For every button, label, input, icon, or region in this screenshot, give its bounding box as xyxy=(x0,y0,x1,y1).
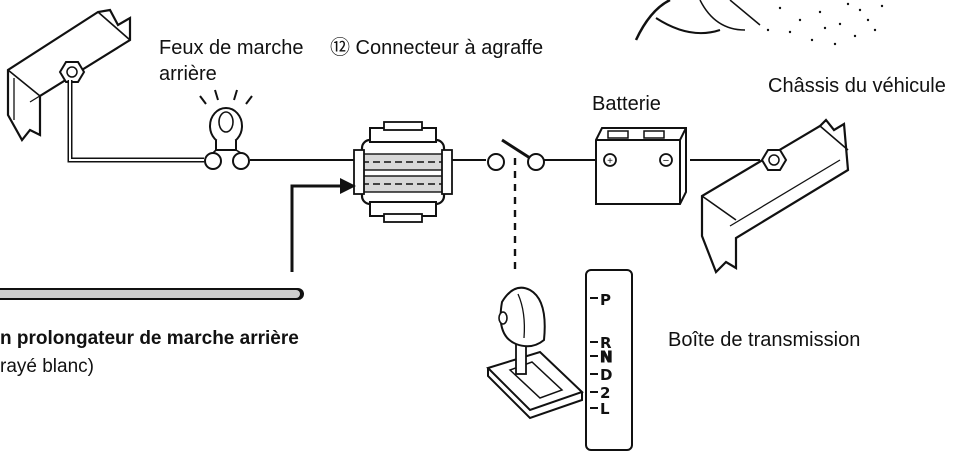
vehicle-fragment-illustration xyxy=(634,0,884,46)
right-chassis-bracket xyxy=(700,118,850,274)
connector-label: ⑫ Connecteur à agraffe xyxy=(330,36,543,59)
battery-negative-terminal: − xyxy=(663,155,669,167)
gear-label-p: P xyxy=(600,291,611,309)
wire-harness xyxy=(67,80,760,163)
battery-label: Batterie xyxy=(592,93,661,115)
extension-harness-label-line1: n prolongateur de marche arrière xyxy=(0,328,299,349)
neutral-start-switch-icon xyxy=(487,138,545,272)
gear-label-2: 2 xyxy=(600,384,610,402)
gear-label-r: R xyxy=(600,334,612,352)
backup-light-bulb-icon xyxy=(199,89,253,170)
battery-icon: + − xyxy=(595,127,687,205)
clip-connector-icon xyxy=(353,121,453,223)
backup-lights-label-line1: Feux de marche xyxy=(159,37,304,59)
backup-lights-label-line2: arrière xyxy=(159,63,217,85)
right-ground-bolt-icon xyxy=(760,149,788,171)
shift-lever-icon xyxy=(486,286,584,420)
chassis-label: Châssis du véhicule xyxy=(768,75,946,97)
extension-harness-label-line2: rayé blanc) xyxy=(0,356,94,377)
transmission-label: Boîte de transmission xyxy=(668,329,860,351)
gear-position-indicator: P R N D 2 L xyxy=(585,269,633,451)
battery-positive-terminal: + xyxy=(607,156,613,167)
harness-pointer-arrow xyxy=(290,178,356,272)
gear-label-l: L xyxy=(600,400,610,418)
gear-label-d: D xyxy=(600,366,612,384)
left-ground-bolt-icon xyxy=(58,61,86,83)
gear-label-n: N xyxy=(600,348,613,366)
